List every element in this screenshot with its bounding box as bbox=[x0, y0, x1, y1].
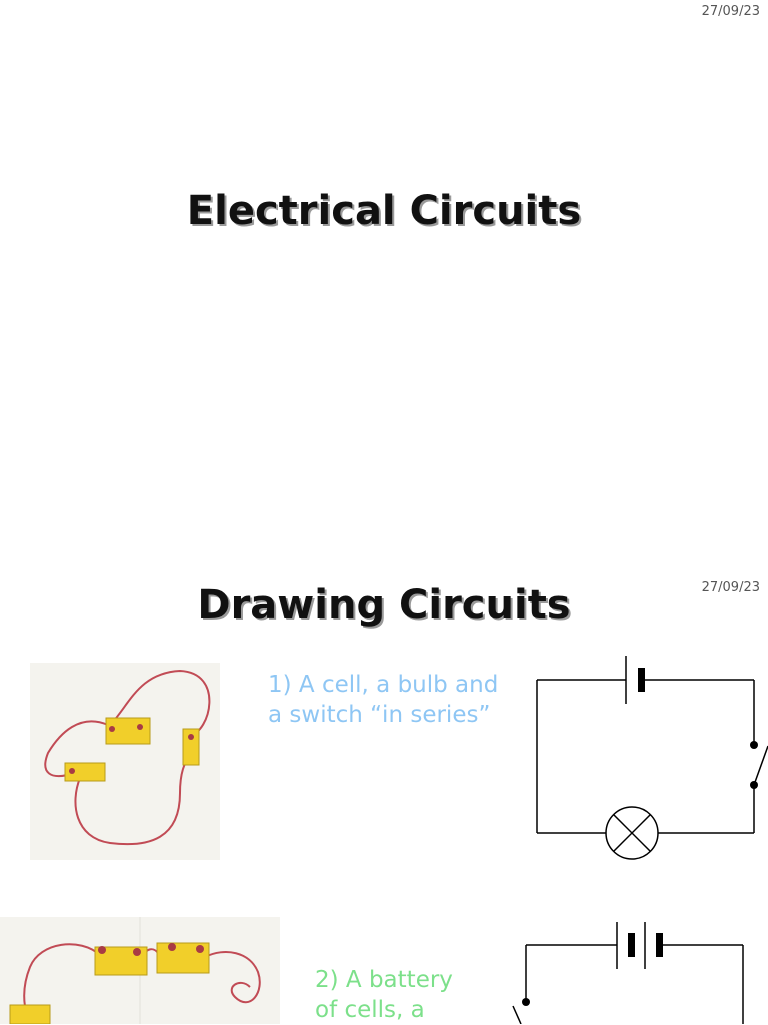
slide1-title: Electrical Circuits bbox=[186, 188, 582, 234]
cell1-short-plate bbox=[628, 933, 635, 957]
slide1-date: 27/09/23 bbox=[701, 4, 760, 19]
switch-lever bbox=[753, 745, 768, 786]
battery-circuit-diagram bbox=[512, 922, 744, 1024]
battery-circuit-photo bbox=[0, 917, 280, 1024]
cell2-short-plate bbox=[656, 933, 663, 957]
item2-caption: 2) A battery of cells, a bbox=[315, 965, 453, 1025]
item1-caption-line2: a switch “in series” bbox=[268, 702, 491, 728]
cell-short-plate bbox=[638, 668, 645, 692]
item1-caption-line1: 1) A cell, a bulb and bbox=[268, 672, 499, 698]
switch-contact-top bbox=[750, 741, 758, 749]
switch-lever bbox=[512, 1005, 522, 1024]
item2-caption-line1: 2) A battery bbox=[315, 967, 453, 993]
item1-caption: 1) A cell, a bulb and a switch “in serie… bbox=[268, 670, 498, 730]
slide2-date: 27/09/23 bbox=[701, 580, 760, 595]
item2-caption-line2: of cells, a bbox=[315, 997, 425, 1023]
series-circuit-diagram bbox=[536, 656, 768, 860]
series-circuit-photo bbox=[30, 663, 220, 860]
slide2-title: Drawing Circuits bbox=[197, 582, 571, 628]
switch-contact bbox=[522, 998, 530, 1006]
